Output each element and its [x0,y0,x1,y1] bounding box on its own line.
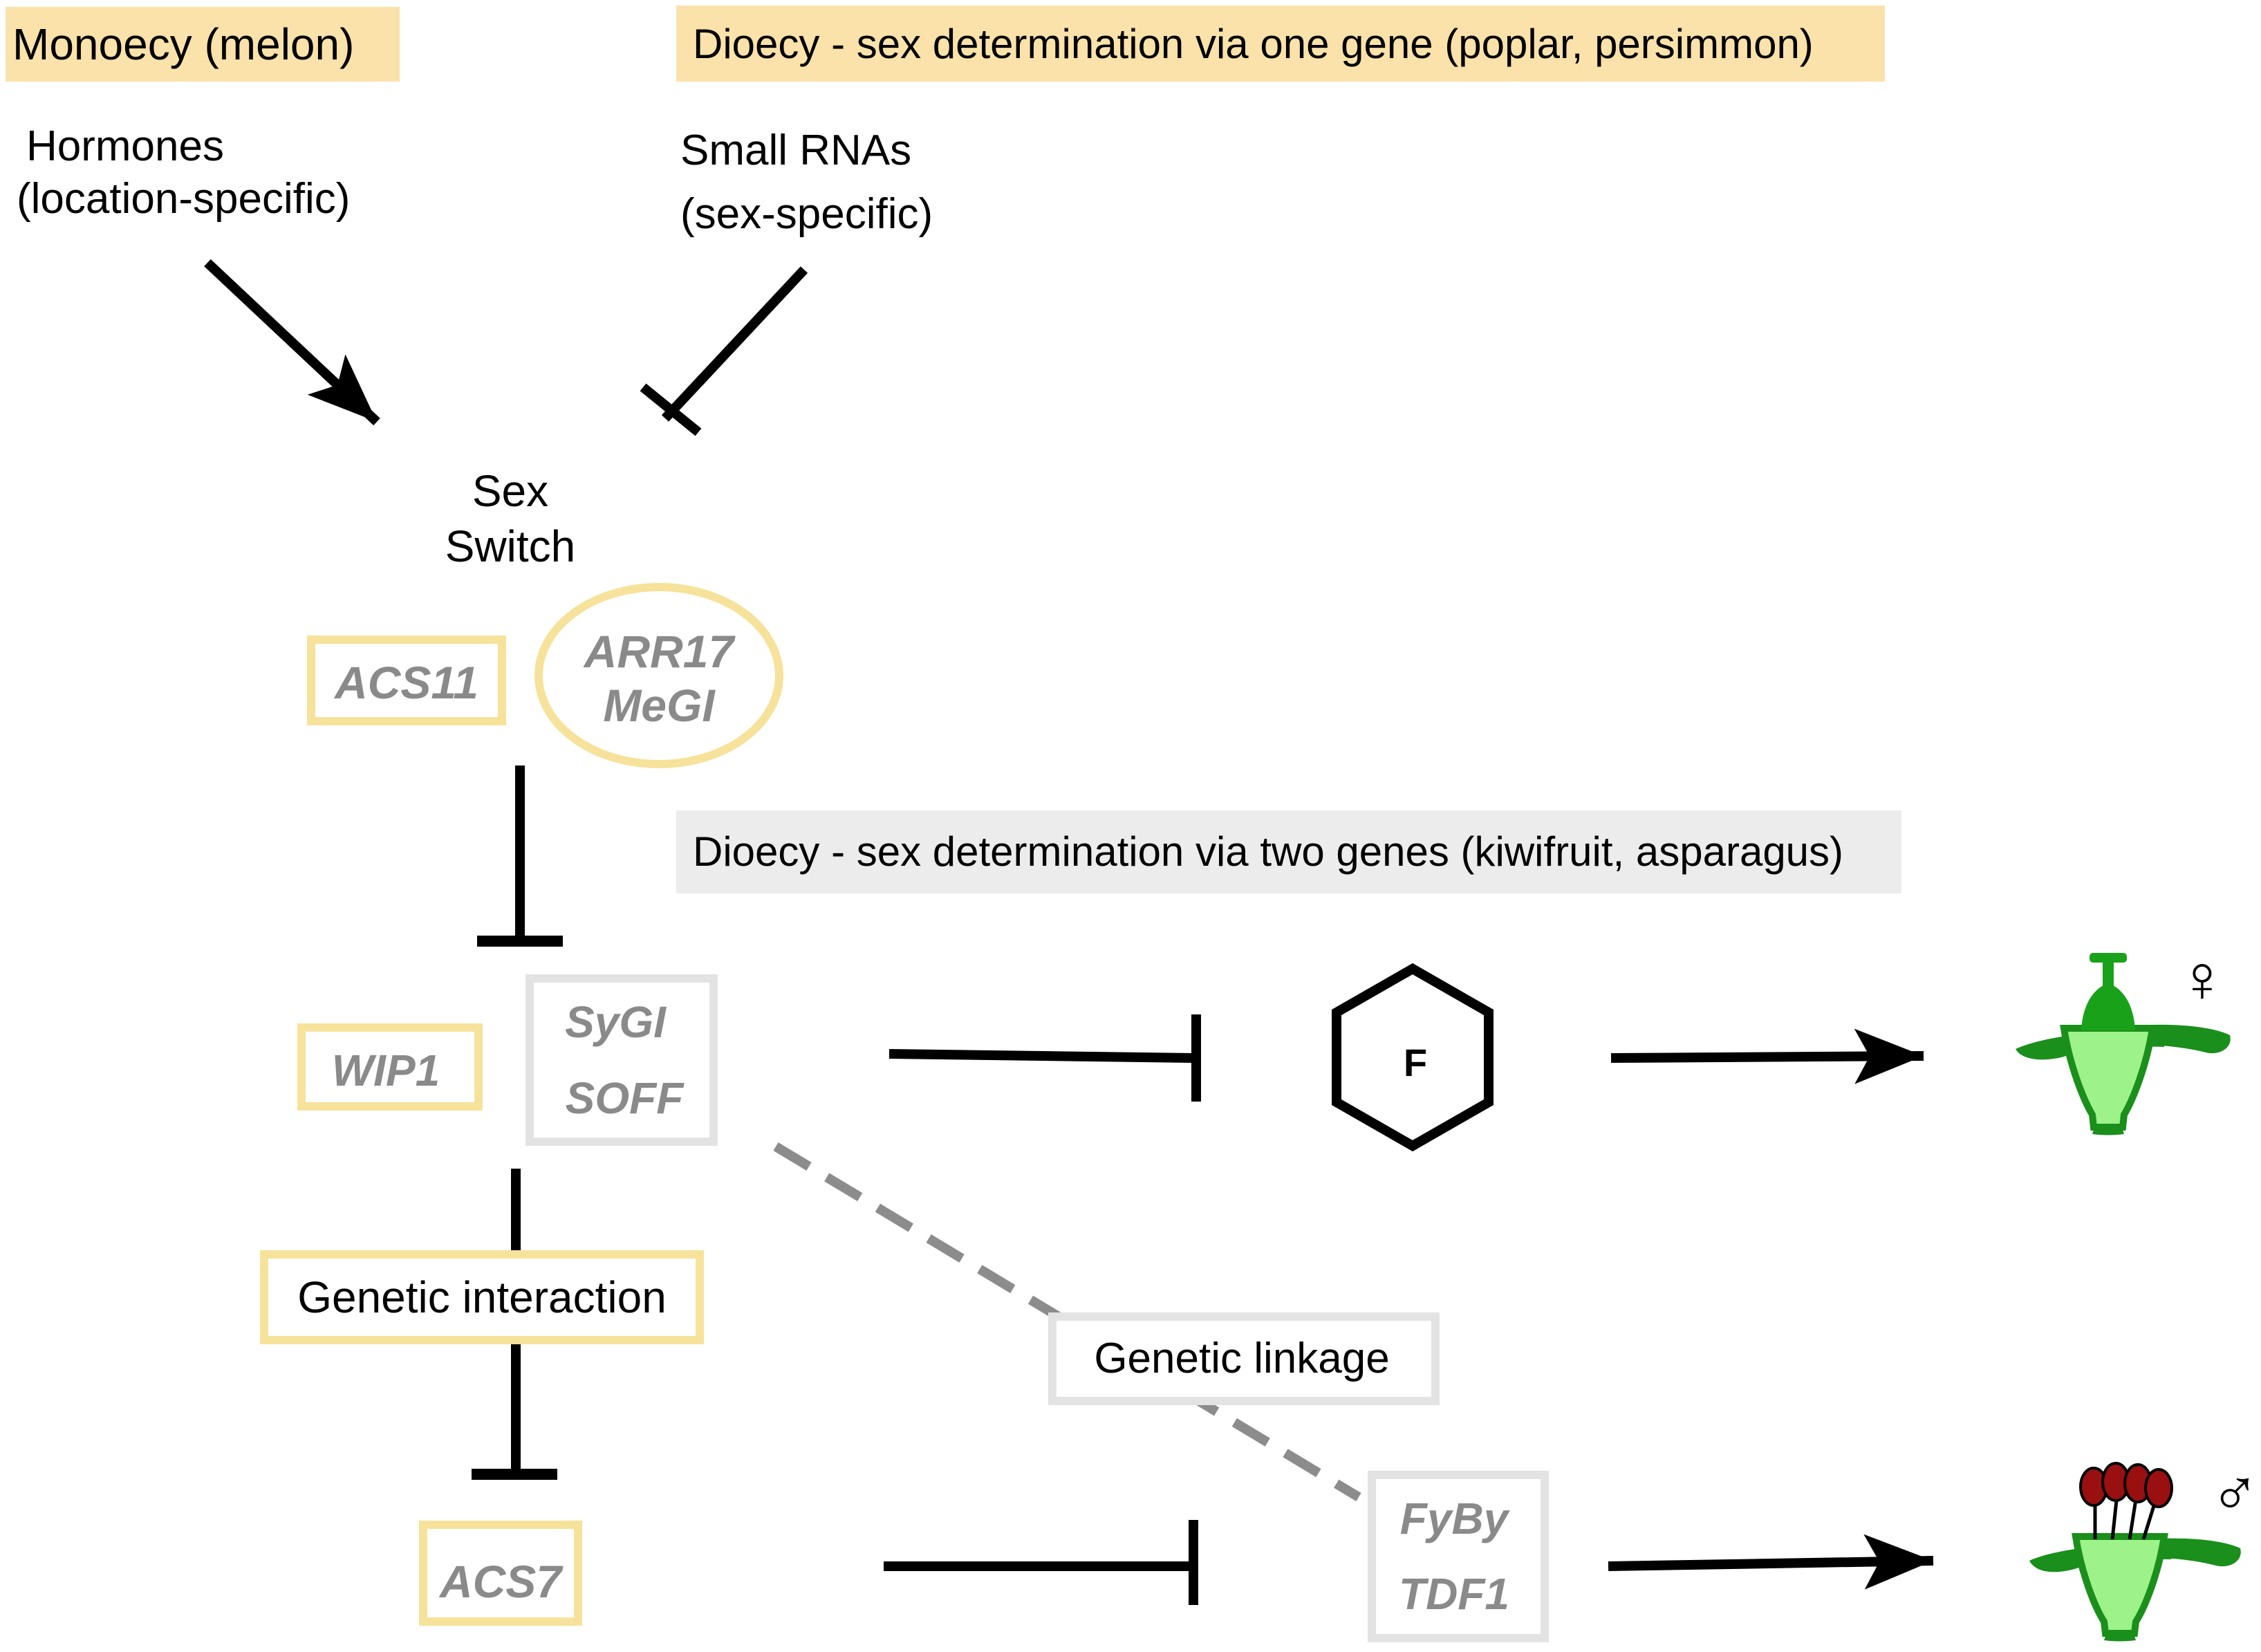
genetic-linkage-dashed-line [773,1142,1361,1501]
acs11-label: ACS11 [333,657,478,708]
genetic-interaction-box: Genetic interaction [260,1250,704,1344]
acs7-label: ACS7 [438,1556,564,1607]
dioecy-one-gene-header: Dioecy - sex determination via one gene … [676,6,1885,82]
tdf1-label: TDF1 [1399,1569,1509,1619]
acs7-gene-box: ACS7 [419,1521,582,1626]
female-symbol-icon: ♀ [2177,942,2227,1016]
hormones-activation-arrow [204,259,380,426]
f-hexagon-label: F [1404,1041,1427,1084]
f-hexagon-node: F [1332,963,1494,1152]
arr17-megi-gene-ellipse: ARR17 MeGI [534,583,783,768]
dioecy-two-genes-header: Dioecy - sex determination via two genes… [676,810,1901,893]
megi-label: MeGI [603,680,716,731]
dioecy-two-genes-header-label: Dioecy - sex determination via two genes… [693,828,1843,875]
genetic-linkage-label: Genetic linkage [1094,1335,1389,1382]
genetic-linkage-box: Genetic linkage [1048,1312,1440,1405]
switch-inhibition-bar [477,765,563,947]
wip1-label: WIP1 [332,1046,440,1095]
small-rnas-inhibition-bar [640,266,808,436]
fyby-tdf1-gene-box: FyBy TDF1 [1368,1471,1549,1642]
small-rnas-label: Small RNAs (sex-specific) [680,127,933,238]
fyby-to-male-arrow [1608,1534,1934,1590]
acs11-gene-box: ACS11 [307,635,506,725]
svg-text:(sex-specific): (sex-specific) [680,190,933,238]
male-symbol-icon: ♂ [2210,1454,2260,1528]
monoecy-header: Monoecy (melon) [6,7,400,82]
svg-text:Hormones: Hormones [26,122,224,170]
sygi-label: SyGI [565,997,667,1047]
female-flower-icon [2016,953,2231,1135]
wip1-gene-box: WIP1 [297,1023,483,1111]
dioecy-one-gene-header-label: Dioecy - sex determination via one gene … [693,21,1814,67]
svg-text:(location-specific): (location-specific) [17,175,350,223]
male-flower-icon [2029,1462,2241,1642]
genetic-interaction-label: Genetic interaction [297,1272,667,1322]
svg-text:Sex: Sex [472,466,548,516]
sygi-soff-gene-box: SyGI SOFF [525,974,718,1146]
svg-text:Switch: Switch [445,521,576,571]
soff-label: SOFF [566,1073,685,1123]
acs7-to-fyby-inhibition-bar [884,1520,1198,1605]
sygi-to-f-inhibition-bar [888,1014,1201,1102]
monoecy-header-label: Monoecy (melon) [12,19,354,69]
sex-switch-label: Sex Switch [445,466,576,571]
arr17-label: ARR17 [583,626,736,677]
wip1-to-acs7-inhibition-bar [472,1169,557,1480]
hormones-label: Hormones (location-specific) [17,122,350,223]
fyby-label: FyBy [1400,1494,1511,1543]
svg-text:Small RNAs: Small RNAs [680,127,911,174]
f-to-female-arrow [1610,1028,1924,1084]
